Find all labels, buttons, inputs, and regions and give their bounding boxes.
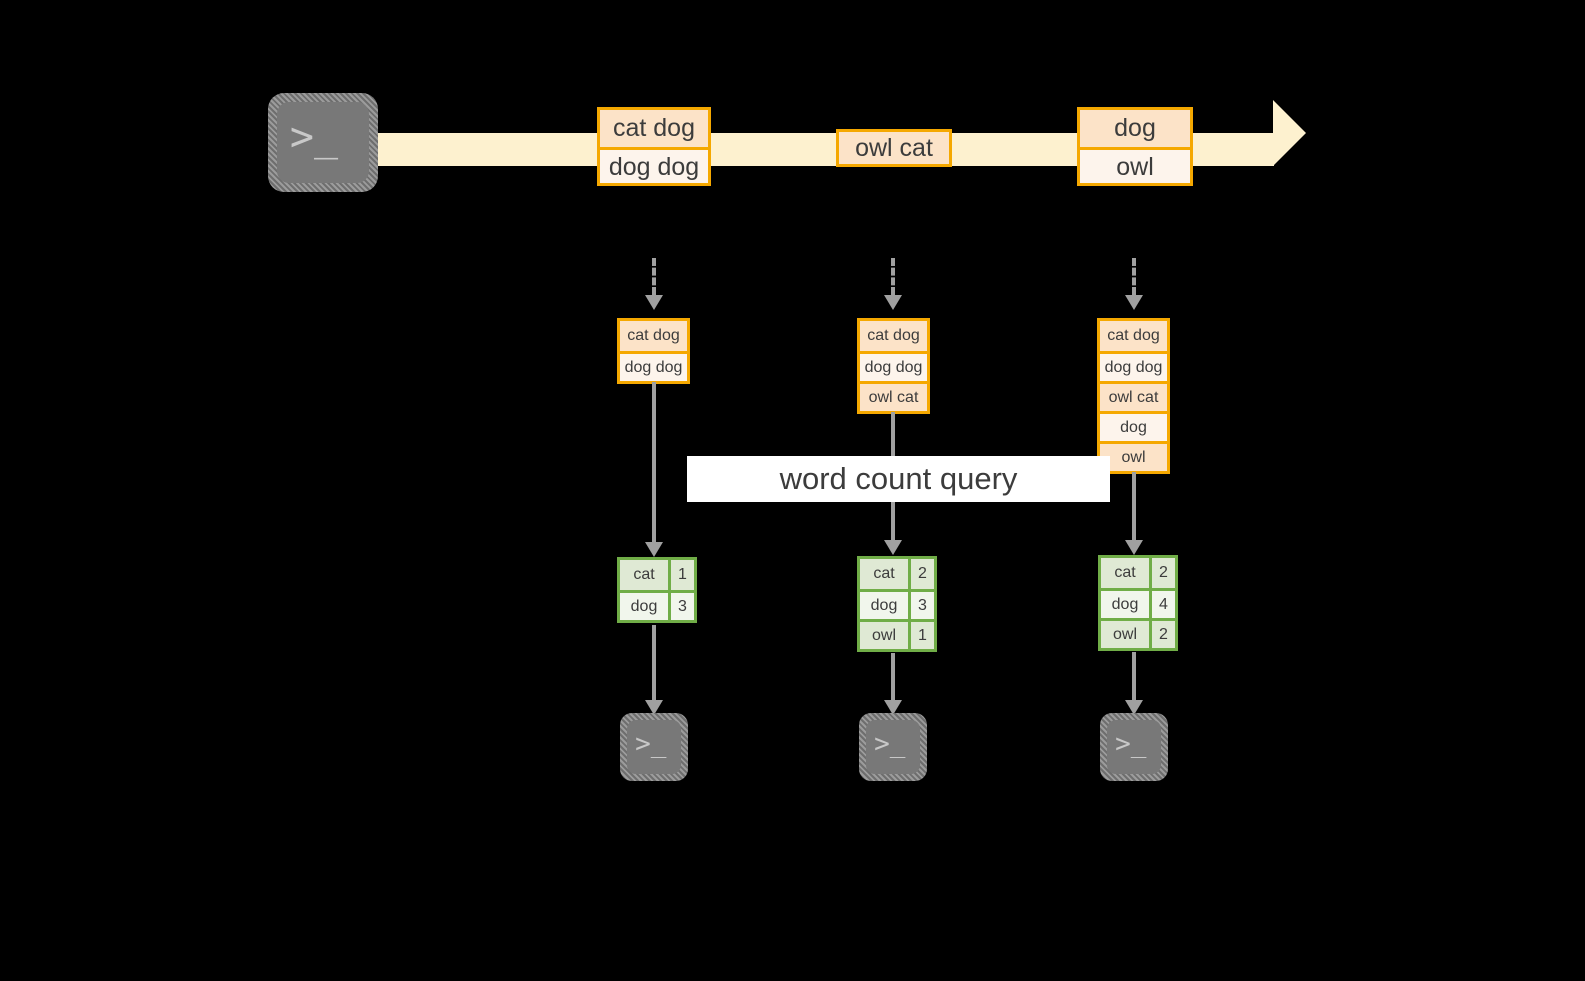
arrow-head — [884, 700, 902, 715]
input-line: owl cat — [1100, 381, 1167, 411]
input-line: owl cat — [860, 381, 927, 411]
message-line: cat dog — [600, 110, 708, 147]
input-line: dog dog — [860, 351, 927, 381]
count-cell: 1 — [908, 622, 934, 649]
count-cell: 2 — [908, 559, 934, 589]
word-cell: owl — [1101, 621, 1149, 648]
table-row: cat 2 — [1101, 558, 1175, 588]
count-cell: 2 — [1149, 621, 1175, 648]
word-cell: dog — [860, 592, 908, 619]
word-count-table-1: cat 1 dog 3 — [617, 557, 697, 623]
snapshot-input-2: cat dog dog dog owl cat — [857, 318, 930, 414]
stream-message-1: cat dog dog dog — [597, 107, 711, 186]
count-cell: 4 — [1149, 591, 1175, 618]
arrow-shaft — [652, 625, 656, 700]
terminal-sink-icon-3[interactable]: >_ — [1100, 713, 1168, 781]
table-row: dog 3 — [860, 589, 934, 619]
table-row: cat 2 — [860, 559, 934, 589]
terminal-screen: >_ — [1107, 720, 1161, 774]
table-row: owl 2 — [1101, 618, 1175, 648]
input-line: dog dog — [620, 351, 687, 381]
table-row: owl 1 — [860, 619, 934, 649]
stream-message-3: dog owl — [1077, 107, 1193, 186]
message-line: dog dog — [600, 147, 708, 183]
arrow-shaft — [652, 382, 656, 542]
input-line: cat dog — [860, 321, 927, 351]
word-cell: dog — [620, 593, 668, 620]
arrow-head — [1125, 295, 1143, 310]
arrow-head — [1125, 540, 1143, 555]
query-label-band: word count query — [687, 456, 1110, 502]
count-cell: 2 — [1149, 558, 1175, 588]
arrow-head — [645, 700, 663, 715]
arrow-head — [884, 295, 902, 310]
table-row: cat 1 — [620, 560, 694, 590]
input-line: dog dog — [1100, 351, 1167, 381]
arrow-shaft — [1132, 652, 1136, 700]
word-cell: cat — [620, 560, 668, 590]
message-line: owl — [1080, 147, 1190, 183]
table-row: dog 3 — [620, 590, 694, 620]
count-cell: 3 — [908, 592, 934, 619]
arrow-head — [645, 295, 663, 310]
message-line: owl cat — [839, 132, 949, 164]
stream-message-2: owl cat — [836, 129, 952, 167]
terminal-sink-icon-2[interactable]: >_ — [859, 713, 927, 781]
arrow-shaft — [891, 653, 895, 700]
arrow-shaft — [891, 258, 895, 295]
word-cell: cat — [1101, 558, 1149, 588]
arrow-shaft — [652, 258, 656, 295]
terminal-source-icon[interactable]: >_ — [268, 93, 378, 192]
snapshot-input-1: cat dog dog dog — [617, 318, 690, 384]
input-line: dog — [1100, 411, 1167, 441]
terminal-screen: >_ — [627, 720, 681, 774]
query-label-text: word count query — [779, 461, 1018, 496]
input-line: owl — [1100, 441, 1167, 471]
terminal-prompt-glyph: >_ — [874, 728, 906, 759]
message-line: dog — [1080, 110, 1190, 147]
stream-arrow-head — [1273, 100, 1306, 166]
arrow-head — [1125, 700, 1143, 715]
terminal-sink-icon-1[interactable]: >_ — [620, 713, 688, 781]
word-count-table-2: cat 2 dog 3 owl 1 — [857, 556, 937, 652]
terminal-screen: >_ — [277, 102, 369, 183]
arrow-head — [884, 540, 902, 555]
table-row: dog 4 — [1101, 588, 1175, 618]
input-line: cat dog — [620, 321, 687, 351]
word-cell: cat — [860, 559, 908, 589]
word-cell: dog — [1101, 591, 1149, 618]
terminal-screen: >_ — [866, 720, 920, 774]
snapshot-input-3: cat dog dog dog owl cat dog owl — [1097, 318, 1170, 474]
terminal-prompt-glyph: >_ — [635, 728, 667, 759]
terminal-prompt-glyph: >_ — [1115, 728, 1147, 759]
input-line: cat dog — [1100, 321, 1167, 351]
arrow-shaft — [1132, 258, 1136, 295]
arrow-shaft — [1132, 472, 1136, 540]
terminal-prompt-glyph: >_ — [289, 113, 339, 160]
word-cell: owl — [860, 622, 908, 649]
word-count-table-3: cat 2 dog 4 owl 2 — [1098, 555, 1178, 651]
count-cell: 3 — [668, 593, 694, 620]
count-cell: 1 — [668, 560, 694, 590]
arrow-head — [645, 542, 663, 557]
